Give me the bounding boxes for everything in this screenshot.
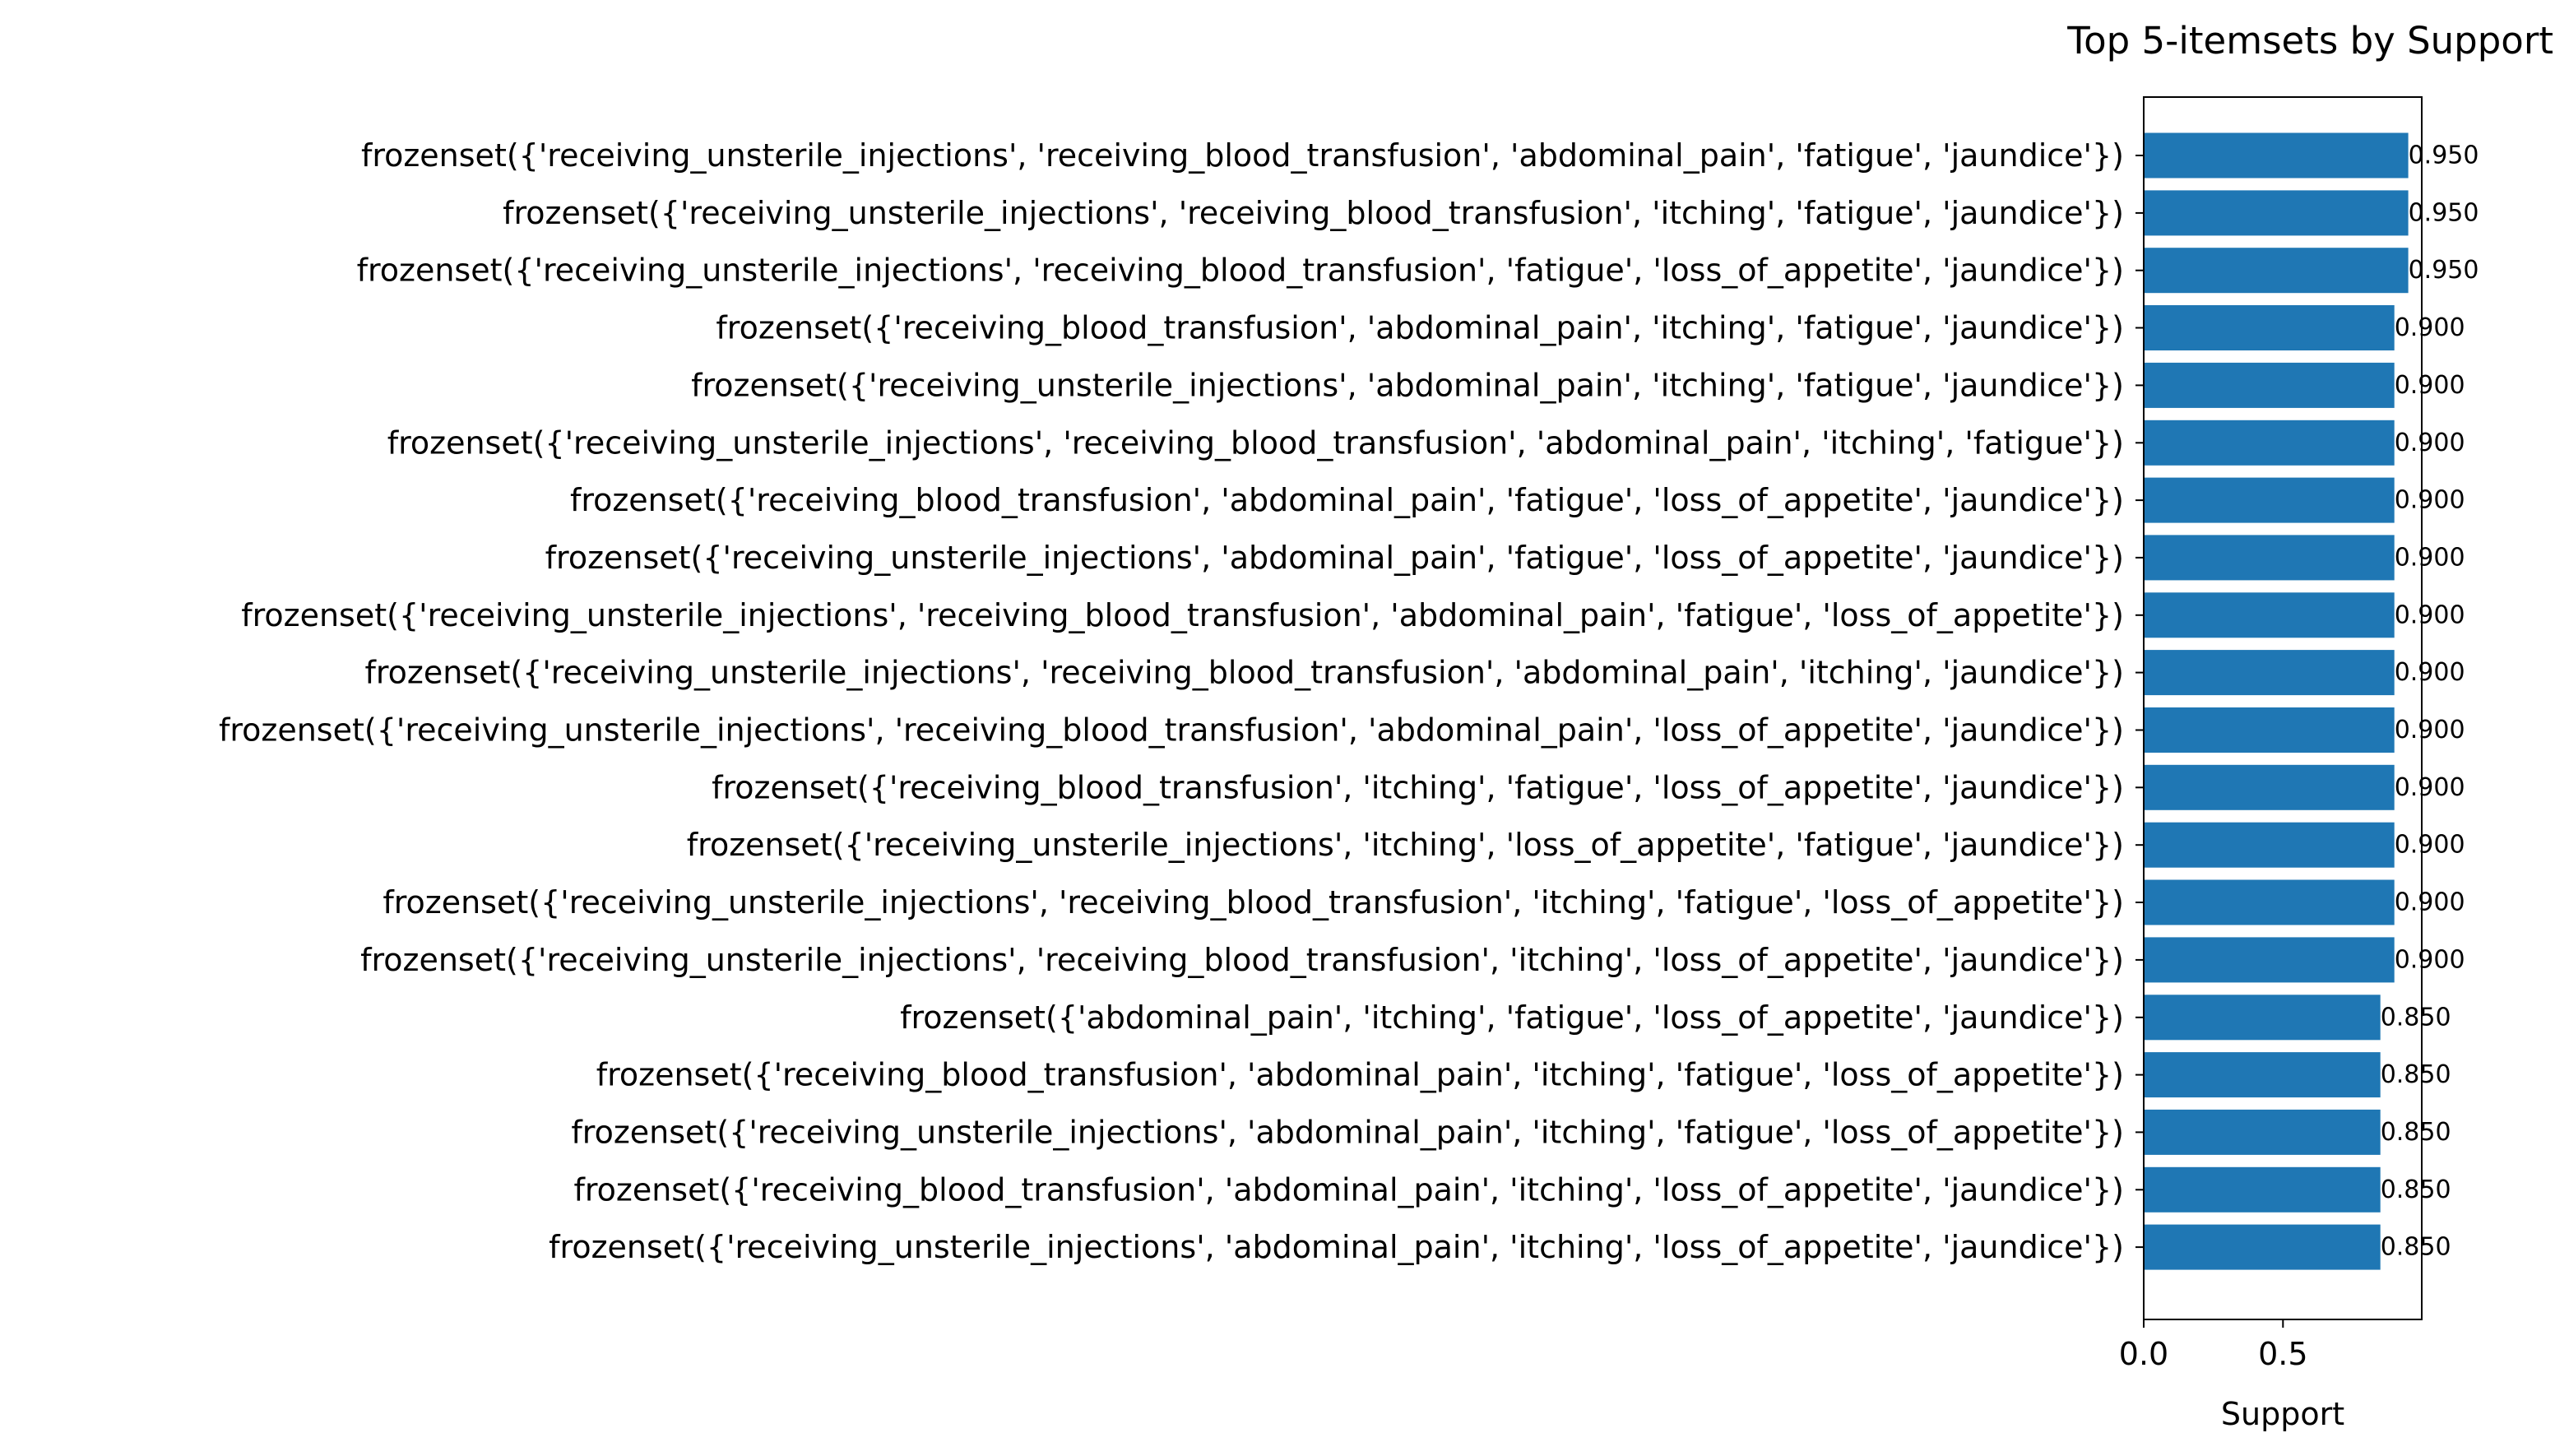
bar (2144, 1109, 2381, 1155)
category-label: frozenset({'receiving_unsterile_injectio… (364, 655, 2124, 691)
chart-title: Top 5-itemsets by Support (2066, 19, 2553, 63)
bar (2144, 305, 2395, 350)
category-label: frozenset({'receiving_unsterile_injectio… (383, 884, 2124, 920)
value-labels: 0.950 0.950 0.950 0.900 0.900 0.900 0.900 0.900… (2381, 141, 2479, 1262)
bar (2144, 248, 2409, 294)
x-ticks: 0.0 0.5 (2119, 1319, 2308, 1372)
bar (2144, 1052, 2381, 1098)
bar (2144, 879, 2395, 925)
category-label: frozenset({'receiving_blood_transfusion'… (570, 482, 2124, 518)
category-label: frozenset({'receiving_unsterile_injectio… (545, 540, 2124, 576)
category-label: frozenset({'receiving_unsterile_injectio… (241, 597, 2124, 633)
category-label: frozenset({'receiving_unsterile_injectio… (687, 827, 2124, 863)
value-label: 0.900 (2395, 831, 2465, 860)
value-label: 0.950 (2409, 141, 2479, 170)
value-label: 0.950 (2409, 198, 2479, 227)
bar (2144, 535, 2395, 581)
value-label: 0.850 (2381, 1060, 2451, 1089)
bar (2144, 937, 2395, 983)
value-label: 0.850 (2381, 1175, 2451, 1204)
axes (2135, 96, 2423, 1320)
value-label: 0.850 (2381, 1233, 2451, 1262)
bar (2144, 1224, 2381, 1270)
bar (2144, 190, 2409, 236)
bar (2144, 477, 2395, 523)
category-labels: frozenset({'receiving_unsterile_injectio… (219, 137, 2124, 1265)
bar (2144, 420, 2395, 466)
category-label: frozenset({'receiving_unsterile_injectio… (691, 367, 2124, 403)
value-label: 0.900 (2395, 543, 2465, 572)
category-label: frozenset({'receiving_blood_transfusion'… (596, 1057, 2124, 1093)
value-label: 0.900 (2395, 486, 2465, 515)
category-label: frozenset({'receiving_unsterile_injectio… (360, 942, 2124, 978)
category-label: frozenset({'receiving_unsterile_injectio… (361, 137, 2124, 174)
value-label: 0.900 (2395, 888, 2465, 917)
value-label: 0.850 (2381, 1118, 2451, 1147)
category-label: frozenset({'receiving_unsterile_injectio… (357, 253, 2124, 289)
value-label: 0.850 (2381, 1003, 2451, 1032)
value-label: 0.900 (2395, 313, 2465, 342)
value-label: 0.900 (2395, 429, 2465, 457)
bar (2144, 822, 2395, 868)
bar (2144, 132, 2409, 179)
category-label: frozenset({'receiving_blood_transfusion'… (712, 769, 2124, 805)
value-label: 0.900 (2395, 716, 2465, 744)
value-label: 0.900 (2395, 945, 2465, 974)
category-label: frozenset({'receiving_unsterile_injectio… (571, 1114, 2124, 1150)
x-axis-title: Support (2221, 1396, 2344, 1432)
bars-group (2144, 132, 2409, 1270)
bar (2144, 995, 2381, 1041)
bar (2144, 362, 2395, 408)
category-label: frozenset({'receiving_unsterile_injectio… (387, 424, 2124, 461)
category-label: frozenset({'receiving_blood_transfusion'… (573, 1171, 2124, 1208)
category-label: frozenset({'receiving_blood_transfusion'… (716, 310, 2124, 346)
x-tick-label: 0.5 (2258, 1336, 2307, 1372)
bar (2144, 707, 2395, 753)
x-tick-label: 0.0 (2119, 1336, 2168, 1372)
value-label: 0.900 (2395, 600, 2465, 629)
category-label: frozenset({'receiving_unsterile_injectio… (549, 1229, 2124, 1265)
bar (2144, 650, 2395, 696)
category-label: frozenset({'abdominal_pain', 'itching', … (900, 999, 2124, 1036)
value-label: 0.900 (2395, 371, 2465, 400)
value-label: 0.950 (2409, 256, 2479, 285)
value-label: 0.900 (2395, 773, 2465, 802)
category-label: frozenset({'receiving_unsterile_injectio… (503, 195, 2124, 231)
bar (2144, 764, 2395, 810)
bar (2144, 1166, 2381, 1213)
bar (2144, 592, 2395, 638)
category-label: frozenset({'receiving_unsterile_injectio… (219, 712, 2124, 749)
value-label: 0.900 (2395, 658, 2465, 687)
